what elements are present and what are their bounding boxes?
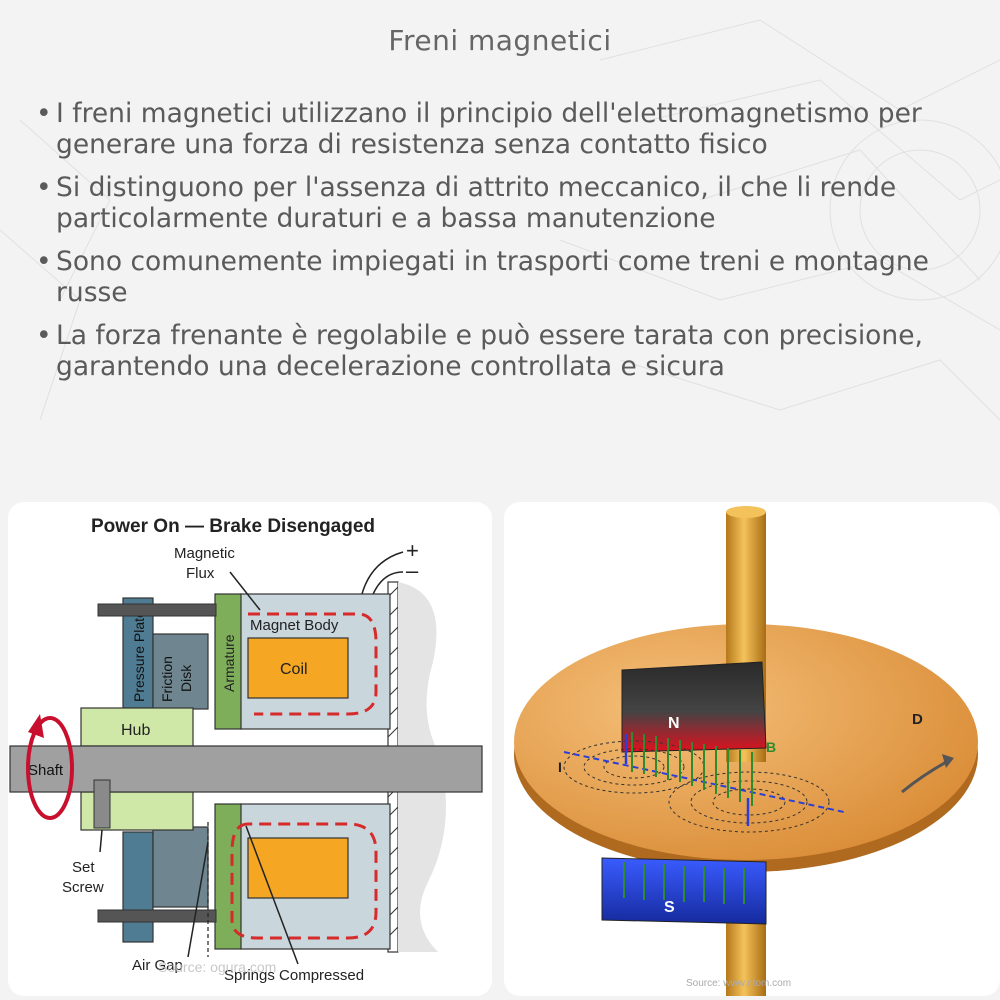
disk-label: D [912,711,923,728]
plus-sign: + [406,538,419,563]
shaft-label: Shaft [28,762,64,779]
set-screw-label-1: Set [72,859,95,876]
springs-label: Springs Compressed [224,967,364,984]
brake-diagram: Power On — Brake Disengaged + – Magnet B… [9,516,483,984]
magnetic-flux-label-1: Magnetic [174,545,235,562]
source-watermark: Source: www.ntom.com [686,978,791,989]
friction-label-1: Friction [159,656,175,702]
armature-label: Armature [221,634,237,692]
north-pole-label: N [668,715,680,732]
source-watermark: Source: ogura.com [158,959,276,975]
air-gap-label: Air Gap [132,957,183,974]
friction-label-2: Disk [178,664,194,692]
page-title: Freni magnetici [388,24,612,57]
bullet-item: Sono comunemente impiegati in trasporti … [36,246,976,308]
bullet-list: I freni magnetici utilizzano il principi… [36,98,976,394]
current-label: I [558,759,562,775]
south-pole-label: S [664,899,675,916]
eddy-current-diagram: N B I D [514,506,978,996]
eddy-current-panel: N B I D [504,502,1000,996]
bullet-item: I freni magnetici utilizzano il principi… [36,98,976,160]
brake-diagram-panel: Power On — Brake Disengaged + – Magnet B… [8,502,492,996]
set-screw-label-2: Screw [62,879,104,896]
b-field-label: B [766,739,776,755]
bullet-item: La forza frenante è regolabile e può ess… [36,320,976,382]
coil-label: Coil [280,661,308,678]
pressure-plate-label: Pressure Plate [131,610,147,702]
magnet-body-label: Magnet Body [250,617,339,634]
diagram-heading: Power On — Brake Disengaged [91,516,375,537]
bullet-item: Si distinguono per l'assenza di attrito … [36,172,976,234]
minus-sign: – [406,558,419,583]
magnetic-flux-label-2: Flux [186,565,215,582]
hub-label: Hub [121,722,150,739]
